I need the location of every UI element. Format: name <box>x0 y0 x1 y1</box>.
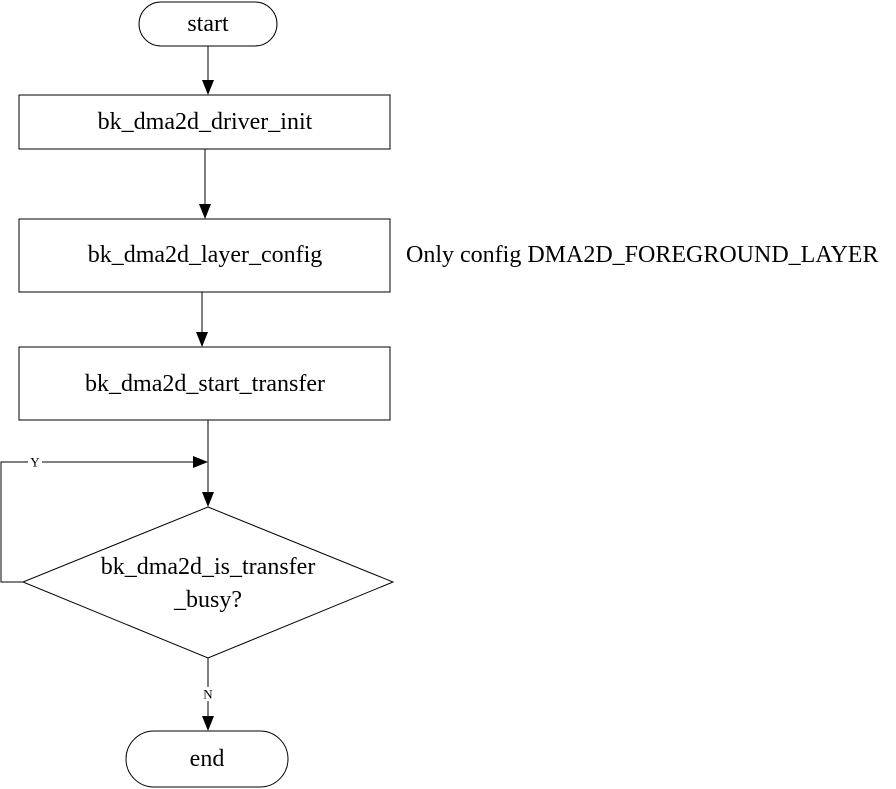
arrowhead <box>202 80 214 95</box>
edge-label-yes: Y <box>30 455 40 470</box>
start-label: start <box>187 11 229 37</box>
edge-decision-loop-yes: Y <box>0 455 208 583</box>
edge-driver-init-to-layer-config <box>199 149 211 219</box>
edge-decision-to-end-no: N <box>201 658 215 731</box>
is-busy-label-line2: _busy? <box>173 587 242 613</box>
edge-layer-config-to-start-transfer <box>196 292 208 347</box>
edge-label-no: N <box>203 687 213 702</box>
end-label: end <box>190 746 225 772</box>
driver-init-node: bk_dma2d_driver_init <box>18 94 391 150</box>
arrowhead <box>193 456 208 468</box>
is-busy-decision-node: bk_dma2d_is_transfer _busy? <box>21 506 395 659</box>
start-transfer-node: bk_dma2d_start_transfer <box>18 346 391 421</box>
layer-config-node: bk_dma2d_layer_config <box>18 218 391 293</box>
arrowhead <box>196 332 208 347</box>
start-node: start <box>138 1 278 47</box>
arrowhead <box>199 204 211 219</box>
is-busy-label-line1: bk_dma2d_is_transfer <box>101 554 316 580</box>
end-node: end <box>125 730 289 788</box>
layer-config-label: bk_dma2d_layer_config <box>88 242 323 268</box>
edge-start-to-driver-init <box>202 46 214 95</box>
arrowhead <box>202 716 214 731</box>
edge-start-transfer-to-decision <box>202 420 214 507</box>
arrowhead <box>202 492 214 507</box>
driver-init-label: bk_dma2d_driver_init <box>98 109 313 135</box>
layer-config-annotation: Only config DMA2D_FOREGROUND_LAYER <box>406 242 878 268</box>
start-transfer-label: bk_dma2d_start_transfer <box>85 371 325 397</box>
